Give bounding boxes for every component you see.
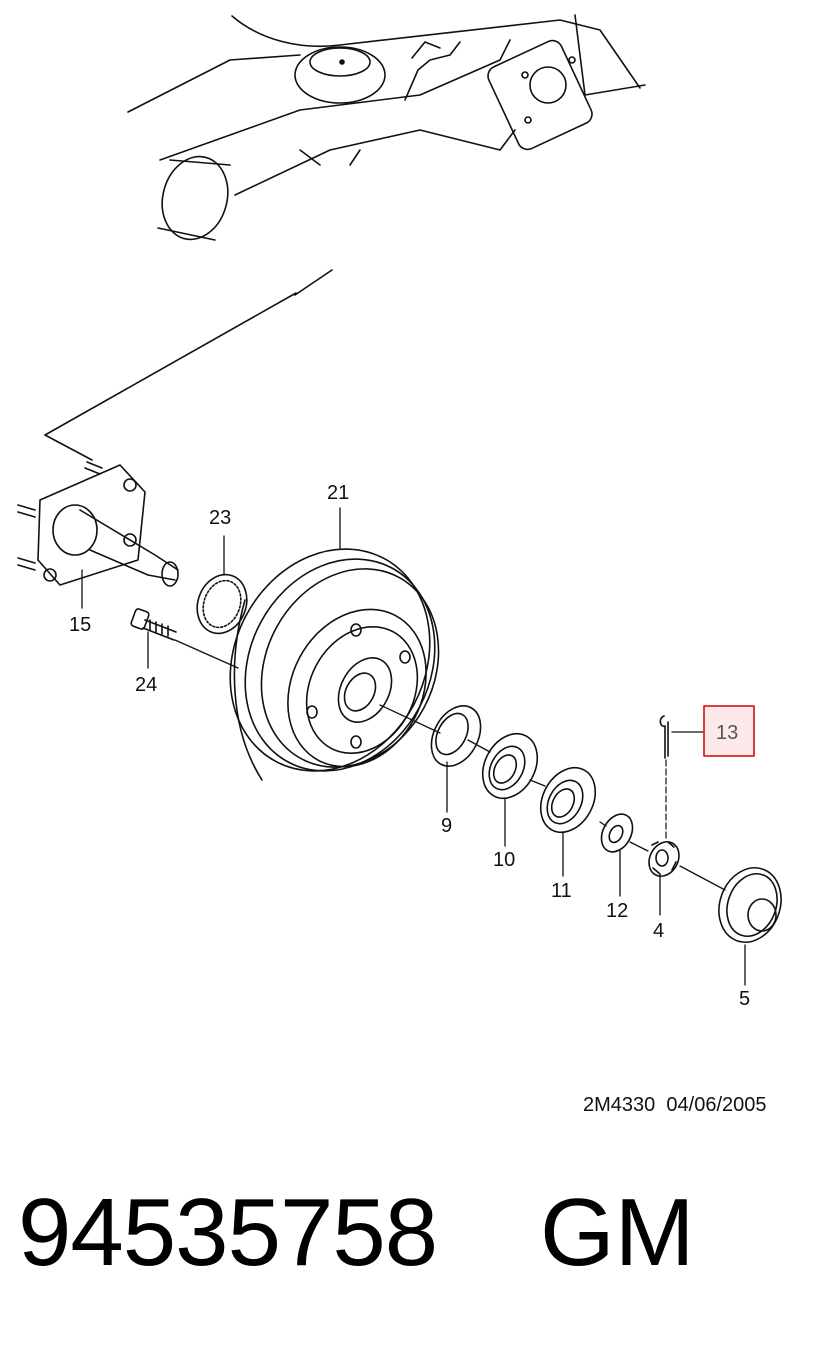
- brake-drum: [229, 548, 440, 781]
- inner-bearing: [481, 732, 539, 800]
- drawing-code-and-date: 2M4330 04/06/2005: [583, 1094, 767, 1116]
- exploded-parts-diagram: 21 23 15 24 13 9 10 11 12 4 5: [17, 14, 782, 1010]
- oil-seal: [430, 705, 482, 767]
- assembly-leader-line: [44, 269, 333, 461]
- callout-15: 15: [69, 614, 91, 636]
- part-number: 94535758: [18, 1179, 438, 1286]
- callout-13: 13: [716, 722, 738, 744]
- hub-cap: [718, 867, 782, 943]
- brand-name: GM: [540, 1179, 695, 1286]
- callout-4: 4: [653, 920, 664, 942]
- callout-11: 11: [551, 880, 572, 902]
- rear-axle-beam: [127, 14, 646, 241]
- callout-24: 24: [135, 674, 157, 696]
- callout-5: 5: [739, 988, 750, 1010]
- cotter-pin: [659, 715, 669, 759]
- callout-23: 23: [209, 507, 231, 529]
- assembly-centerline: [174, 639, 726, 891]
- stub-axle-spindle: [17, 461, 179, 587]
- wheel-bolt: [130, 608, 177, 641]
- callout-9: 9: [441, 815, 452, 837]
- callout-21: 21: [327, 482, 349, 504]
- callout-leader-lines: [81, 507, 746, 986]
- callout-12: 12: [606, 900, 628, 922]
- castle-nut: [648, 841, 680, 877]
- abs-tone-ring: [196, 573, 248, 635]
- thrust-washer: [600, 813, 634, 853]
- outer-bearing: [539, 766, 597, 834]
- callout-10: 10: [493, 849, 515, 871]
- highlight-box-13: [703, 705, 755, 757]
